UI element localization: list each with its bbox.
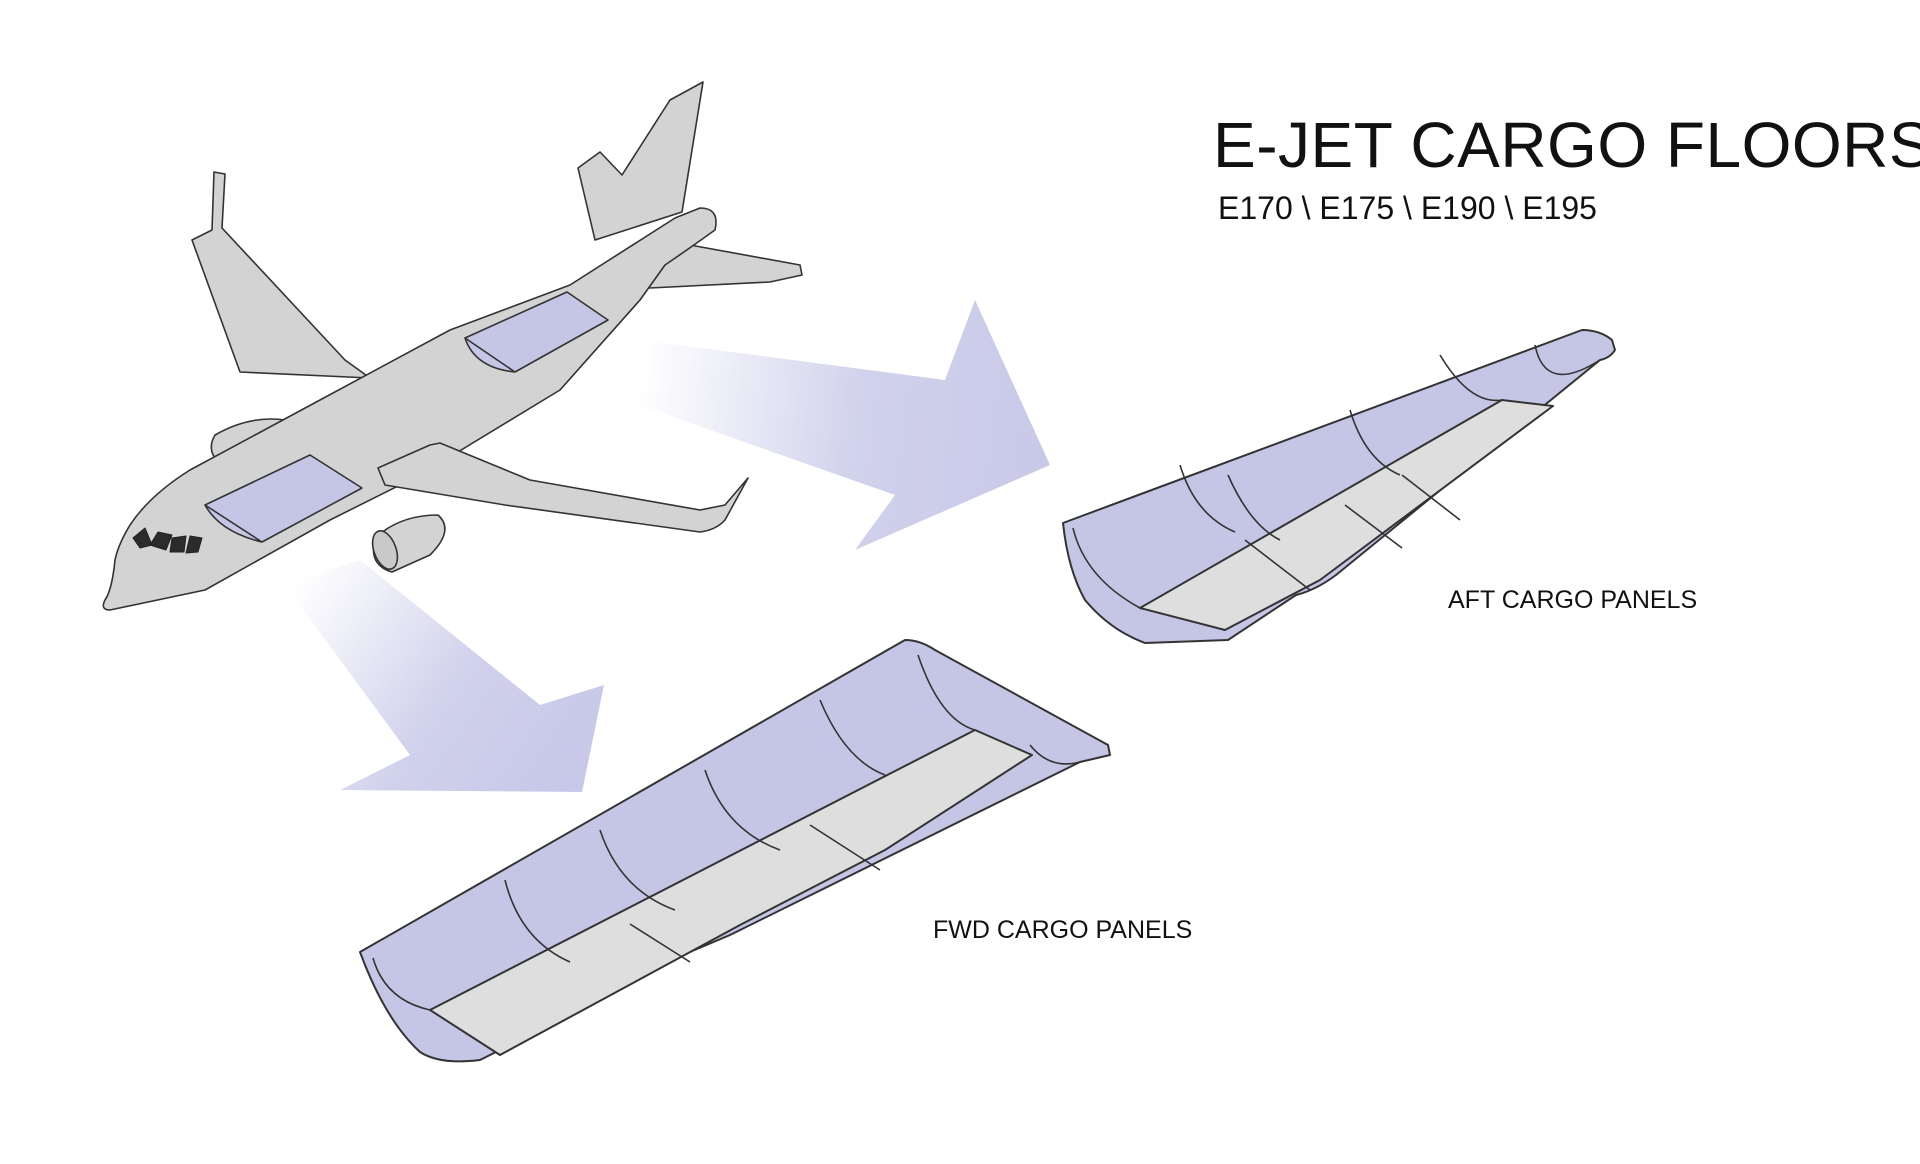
arrow-to-aft-panels	[625, 300, 1050, 550]
fwd-cargo-panels-illustration	[359, 639, 1111, 1063]
aircraft-vertical-tail	[577, 81, 704, 241]
aircraft-near-wing	[377, 442, 749, 533]
diagram-title: E-JET CARGO FLOORS	[1213, 109, 1920, 181]
aircraft-far-wing	[191, 171, 371, 379]
aft-panel-floor	[1139, 399, 1554, 631]
arrow-to-fwd-panels	[285, 560, 604, 792]
aircraft-fwd-cargo-cutout	[204, 454, 363, 543]
aircraft-aft-cargo-cutout	[464, 291, 609, 373]
aircraft-near-engine-intake	[371, 530, 399, 570]
aft-cargo-panels-label: AFT CARGO PANELS	[1448, 586, 1698, 614]
aft-cargo-panels-illustration	[1062, 329, 1616, 644]
aft-panel-shell	[1062, 329, 1616, 644]
cockpit-windows	[132, 527, 203, 554]
aircraft-illustration	[102, 81, 803, 611]
diagram-subtitle: E170 \ E175 \ E190 \ E195	[1218, 190, 1597, 226]
fwd-cargo-panels-label: FWD CARGO PANELS	[933, 916, 1193, 944]
